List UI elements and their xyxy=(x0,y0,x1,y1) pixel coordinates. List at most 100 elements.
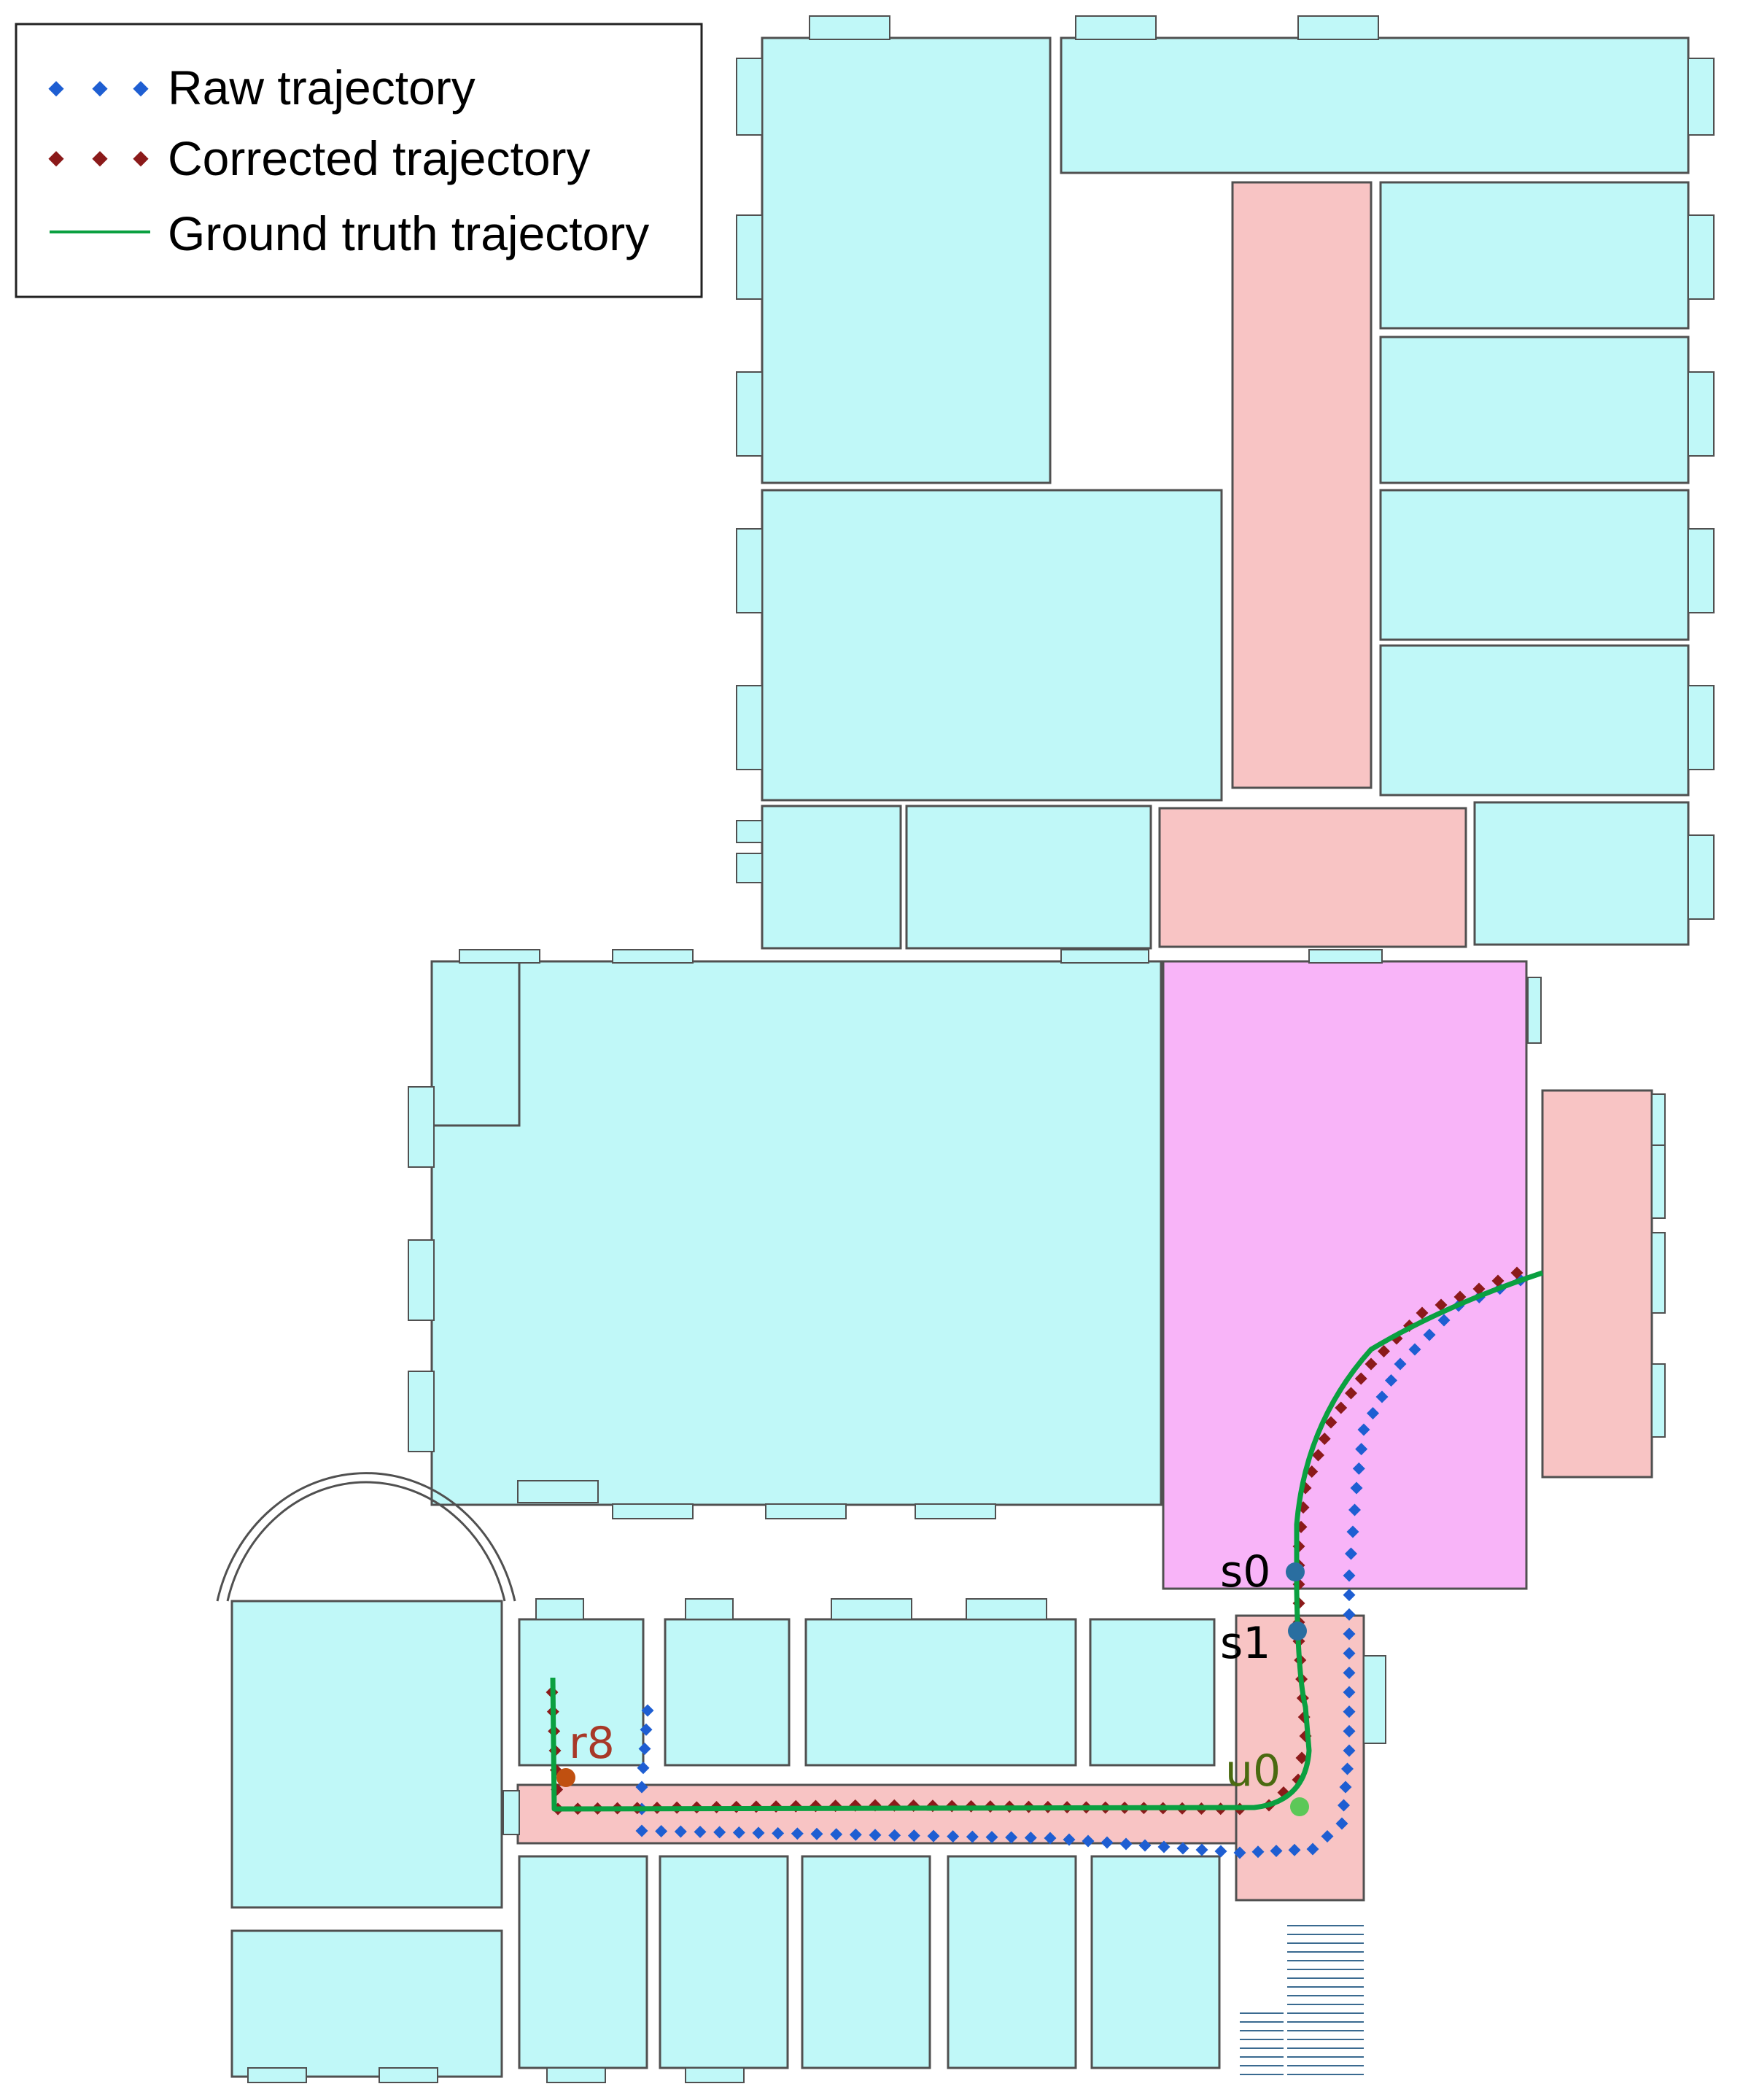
raw-trajectory-point xyxy=(966,1830,979,1843)
room-5 xyxy=(1379,489,1690,641)
raw-trajectory-point xyxy=(1394,1357,1407,1371)
raw-trajectory-point xyxy=(655,1824,668,1837)
corridor-15 xyxy=(1541,1089,1653,1479)
door-tab-34 xyxy=(831,1598,912,1620)
raw-trajectory-point xyxy=(1352,1462,1365,1475)
raw-trajectory-point xyxy=(1306,1843,1319,1856)
door-tab-23 xyxy=(1527,977,1542,1044)
raw-trajectory-point xyxy=(1044,1832,1057,1845)
raw-trajectory-point xyxy=(1408,1343,1421,1356)
corrected-trajectory-point xyxy=(1472,1282,1486,1295)
door-tab-31 xyxy=(915,1503,996,1519)
floor-plan-rooms xyxy=(230,36,1690,2078)
raw-trajectory-point xyxy=(810,1827,823,1840)
raw-trajectory-point xyxy=(791,1827,804,1840)
room-4 xyxy=(1379,336,1690,484)
room-16 xyxy=(230,1600,503,1909)
raw-trajectory-point xyxy=(1437,1314,1451,1327)
door-tab-13 xyxy=(736,820,763,843)
raw-trajectory-point xyxy=(1288,1843,1301,1856)
legend-box xyxy=(15,23,703,298)
s0-label: s0 xyxy=(1220,1546,1270,1597)
raw-trajectory-point xyxy=(640,1723,653,1736)
raw-trajectory-point xyxy=(635,1824,648,1837)
raw-trajectory-point xyxy=(1345,1547,1357,1560)
room-20 xyxy=(804,1618,1077,1767)
raw-trajectory-point xyxy=(1343,1589,1356,1602)
door-tab-41 xyxy=(685,2067,745,2083)
room-17 xyxy=(230,1929,503,2078)
door-tab-6 xyxy=(1688,214,1715,300)
raw-trajectory-point xyxy=(1343,1724,1356,1737)
corridor-10 xyxy=(1158,807,1467,948)
raw-trajectory-point xyxy=(1119,1837,1133,1851)
raw-trajectory-point xyxy=(1195,1843,1208,1856)
door-tab-18 xyxy=(1060,949,1149,964)
door-tab-17 xyxy=(612,949,694,964)
raw-trajectory-point xyxy=(641,1704,654,1717)
door-tab-29 xyxy=(612,1503,694,1519)
raw-trajectory-point xyxy=(1321,1830,1334,1843)
arch-outline-inner xyxy=(226,1481,506,1602)
raw-trajectory-point xyxy=(772,1826,785,1840)
raw-trajectory-point xyxy=(1343,1705,1356,1719)
door-tab-3 xyxy=(736,58,763,136)
raw-trajectory-point xyxy=(1335,1817,1348,1830)
raw-trajectory-point xyxy=(830,1828,843,1841)
door-tab-0 xyxy=(809,15,890,40)
floor-plan-doors xyxy=(247,15,1715,2083)
raw-trajectory-point xyxy=(638,1743,651,1755)
raw-trajectory-point xyxy=(1339,1781,1352,1794)
room-18 xyxy=(518,1618,645,1767)
door-tab-16 xyxy=(459,949,540,964)
corrected-trajectory-point xyxy=(1491,1274,1505,1287)
raw-trajectory-point xyxy=(1343,1647,1356,1660)
raw-trajectory-point xyxy=(732,1826,745,1839)
door-tab-37 xyxy=(502,1790,520,1835)
corrected-trajectory-point xyxy=(1318,1433,1331,1445)
raw-trajectory-point xyxy=(1341,1762,1354,1775)
raw-trajectory-point xyxy=(1367,1407,1379,1419)
door-tab-24 xyxy=(1651,1093,1666,1146)
door-tab-10 xyxy=(1688,528,1715,613)
staircase xyxy=(1240,1925,1364,2075)
s1-marker xyxy=(1288,1622,1307,1640)
corrected-trajectory-point xyxy=(1453,1290,1467,1303)
raw-trajectory-point xyxy=(674,1825,687,1838)
door-tab-36 xyxy=(1363,1655,1386,1744)
room-3 xyxy=(1379,181,1690,330)
corrected-trajectory-point xyxy=(1335,1401,1348,1414)
room-1 xyxy=(1060,36,1690,174)
door-tab-5 xyxy=(736,214,763,300)
legend-corrected-symbol xyxy=(48,151,149,167)
raw-trajectory-point xyxy=(1343,1627,1356,1640)
corrected-trajectory-point xyxy=(1378,1345,1390,1357)
raw-trajectory-point xyxy=(1100,1836,1114,1849)
door-tab-4 xyxy=(1688,58,1715,136)
door-tab-26 xyxy=(1651,1232,1666,1314)
legend-raw-label: Raw trajectory xyxy=(168,61,475,115)
door-tab-19 xyxy=(1308,949,1383,964)
door-tab-32 xyxy=(535,1598,584,1620)
room-19 xyxy=(664,1618,791,1767)
room-24 xyxy=(518,1855,648,2069)
s1-label: s1 xyxy=(1220,1618,1270,1669)
r8-label: r8 xyxy=(569,1718,615,1769)
door-tab-12 xyxy=(1688,685,1715,770)
door-tab-7 xyxy=(736,371,763,457)
u0-label: u0 xyxy=(1225,1746,1281,1797)
corrected-trajectory-point xyxy=(1354,1372,1367,1385)
room-26 xyxy=(801,1855,931,2069)
door-tab-38 xyxy=(247,2067,307,2083)
raw-trajectory-point xyxy=(1343,1569,1356,1582)
raw-trajectory-point xyxy=(1063,1833,1076,1846)
raw-trajectory-point xyxy=(1233,1846,1246,1859)
corridor-22 xyxy=(516,1783,1321,1845)
door-tab-22 xyxy=(408,1371,435,1452)
door-tab-28 xyxy=(517,1480,599,1503)
door-tab-25 xyxy=(1651,1144,1666,1219)
raw-trajectory-point xyxy=(1357,1423,1370,1436)
corrected-trajectory-point xyxy=(1345,1387,1357,1400)
legend: Raw trajectory Corrected trajectory Grou… xyxy=(15,23,703,298)
door-tab-21 xyxy=(408,1239,435,1321)
